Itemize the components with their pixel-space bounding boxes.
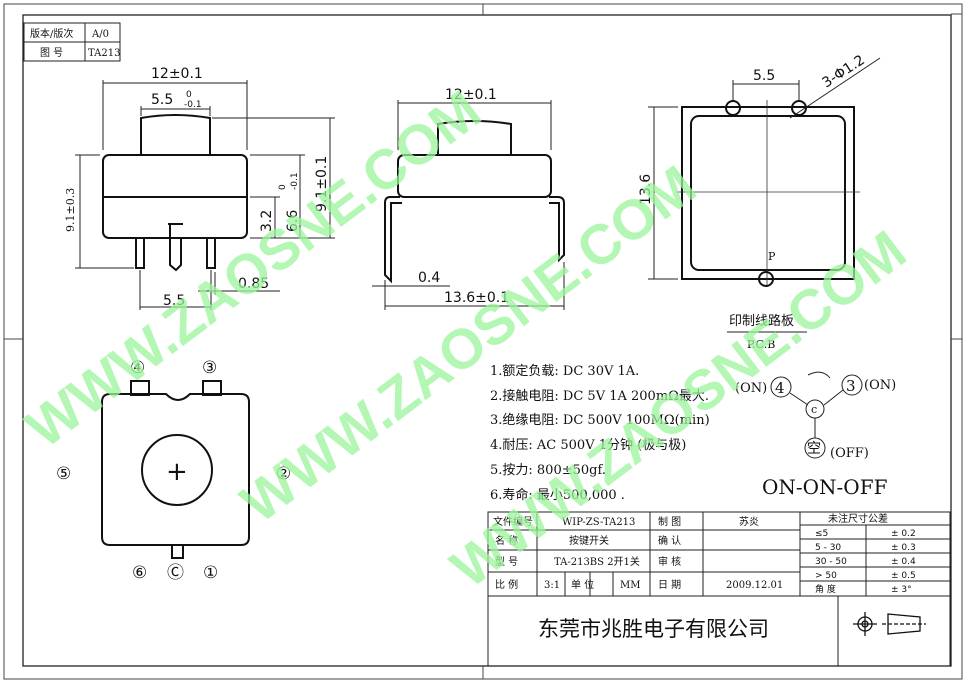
tb-unit-label: 单 位 xyxy=(571,578,594,591)
bottom-pin6: ⑥ xyxy=(132,563,147,583)
pcb-hole-3 xyxy=(791,100,807,116)
node-4 xyxy=(770,376,792,398)
tb-unit: MM xyxy=(620,580,640,591)
tb-drawn-by: 苏炎 xyxy=(739,515,759,528)
border-ticks xyxy=(4,4,962,679)
schematic-mode: ON-ON-OFF xyxy=(762,475,888,499)
schematic-n3: 3 xyxy=(846,377,856,395)
pcb-hole-pitch-dim: 5.5 xyxy=(753,68,775,84)
tb-drawn-label: 制 图 xyxy=(658,515,681,528)
tb-audit-label: 审 核 xyxy=(658,555,681,568)
pcb-height-dim: 13.6 xyxy=(638,174,654,205)
front-height-left-dim: 9.1±0.3 xyxy=(64,188,77,232)
pcb-label: 印制线路板 xyxy=(729,313,794,329)
tb-tol-r4-val: ± 0.5 xyxy=(891,571,916,581)
bottom-pin4: ④ xyxy=(130,358,145,378)
tb-tol-r3-range: 30 - 50 xyxy=(815,557,847,567)
spec-4: 4.耐压: AC 500V 1分钟 (极与极) xyxy=(490,437,686,453)
bottom-view: + ④ ③ ⑤ ② ⑥ Ⓒ ① xyxy=(56,358,291,583)
tb-scale: 3:1 xyxy=(544,580,560,591)
spec-1: 1.额定负载: DC 30V 1A. xyxy=(490,364,639,379)
schematic-n4: 4 xyxy=(775,379,785,397)
switch-schematic: (ON) 4 3 (ON) c 空 (OFF) ON-ON-OFF xyxy=(735,371,896,499)
front-width-dim: 12±0.1 xyxy=(151,66,203,82)
pcb-point-label: P xyxy=(768,250,776,263)
bottom-center-circle xyxy=(141,434,213,506)
spec-6: 6.寿命: 最小500,000 . xyxy=(490,487,625,503)
bottom-pin1: ① xyxy=(203,563,218,583)
spec-2: 2.接触电阻: DC 5V 1A 200mΩ最大. xyxy=(490,388,709,404)
front-body-tol-upper: 0 xyxy=(278,184,288,190)
side-pin-span-dim: 13.6±0.1 xyxy=(444,290,509,306)
tb-tol-r3-val: ± 0.4 xyxy=(891,557,916,567)
tb-tol-r2-val: ± 0.3 xyxy=(891,543,916,553)
sheet-inner-border xyxy=(22,14,952,667)
tb-model-label: 型 号 xyxy=(495,555,518,568)
pcb-hole-spec: 3-Φ1.2 xyxy=(819,52,867,91)
schematic-off: (OFF) xyxy=(830,446,869,461)
front-body-lower-dim: 3.2 xyxy=(259,210,275,232)
tb-tol-r5-range: 角 度 xyxy=(815,583,836,595)
front-body-tol-lower: -0.1 xyxy=(290,172,300,190)
bottom-pin3: ③ xyxy=(202,358,217,378)
bottom-pin2: ② xyxy=(276,464,291,484)
schematic-on-left: (ON) xyxy=(735,381,767,396)
schematic-nc: c xyxy=(811,403,817,416)
pcb-view: 5.5 3-Φ1.2 13.6 P 印制线路板 P.C.B xyxy=(638,52,881,351)
tb-name: 按键开关 xyxy=(569,534,609,547)
bottom-pin5: ⑤ xyxy=(56,464,71,484)
node-empty xyxy=(804,437,826,459)
pcb-hole-4 xyxy=(725,100,741,116)
drawing-no-label: 图 号 xyxy=(40,47,63,59)
spec-list: 1.额定负载: DC 30V 1A. 2.接触电阻: DC 5V 1A 200m… xyxy=(490,364,710,503)
tb-tol-r1-range: ≤5 xyxy=(815,529,828,539)
tb-model: TA-213BS 2开1关 xyxy=(554,555,640,568)
tb-scale-label: 比 例 xyxy=(495,578,518,591)
side-pin-thickness-dim: 0.4 xyxy=(418,270,440,286)
drawing-no-value: TA213 xyxy=(88,48,120,59)
tb-tol-header: 未注尺寸公差 xyxy=(828,512,888,525)
title-block: 文件编号 WIP-ZS-TA213 制 图 苏炎 未注尺寸公差 名 称 按键开关… xyxy=(487,511,951,667)
tb-file-no: WIP-ZS-TA213 xyxy=(562,517,635,528)
version-value: A/0 xyxy=(91,29,109,40)
version-label: 版本/版次 xyxy=(30,27,73,40)
node-c xyxy=(805,399,825,419)
tb-company: 东莞市兆胜电子有限公司 xyxy=(538,617,769,641)
front-button-width-dim: 5.5 xyxy=(151,92,173,108)
tb-tol-r5-val: ± 3° xyxy=(891,585,912,595)
front-body-total-dim: 6.6 xyxy=(285,210,301,232)
bottom-center-mark: + xyxy=(166,457,188,487)
tb-date: 2009.12.01 xyxy=(726,580,783,591)
tb-tol-r4-range: > 50 xyxy=(815,571,837,581)
watermarks: WWW.ZAOSNE.COM WWW.ZAOSNE.COM WWW.ZAOSNE… xyxy=(14,78,917,600)
front-view: 12±0.1 5.5 0 -0.1 9.1±0.3 3.2 6.6 0 -0.1… xyxy=(64,66,335,310)
tb-file-no-label: 文件编号 xyxy=(493,515,533,528)
revision-box: 版本/版次 A/0 图 号 TA213 xyxy=(23,22,121,62)
tb-checked-label: 确 认 xyxy=(658,534,681,547)
front-pin-pitch-dim: 5.5 xyxy=(163,293,185,309)
spec-3: 3.绝缘电阻: DC 500V 100MΩ(min) xyxy=(490,412,710,428)
spec-5: 5.按力: 800±50gf. xyxy=(490,463,606,478)
side-view: 12±0.1 0.4 13.6±0.1 xyxy=(372,87,565,310)
front-height-right-dim: 9.1±0.1 xyxy=(314,156,330,212)
schematic-n-empty: 空 xyxy=(807,441,821,457)
tb-date-label: 日 期 xyxy=(658,579,681,591)
pcb-abbr: P.C.B xyxy=(747,338,775,351)
tb-name-label: 名 称 xyxy=(495,534,518,547)
front-pin-width-dim: 0.85 xyxy=(238,276,269,292)
projection-symbol-icon xyxy=(853,612,926,636)
front-button-tol-upper: 0 xyxy=(186,90,192,100)
front-button-tol-lower: -0.1 xyxy=(184,100,202,110)
schematic-on-right: (ON) xyxy=(864,378,896,393)
node-3 xyxy=(841,374,863,396)
side-width-dim: 12±0.1 xyxy=(445,87,497,103)
tb-tol-r2-range: 5 - 30 xyxy=(815,543,841,553)
bottom-pinC: Ⓒ xyxy=(167,563,184,583)
tb-tol-r1-val: ± 0.2 xyxy=(891,529,916,539)
pcb-hole-c xyxy=(758,271,774,287)
